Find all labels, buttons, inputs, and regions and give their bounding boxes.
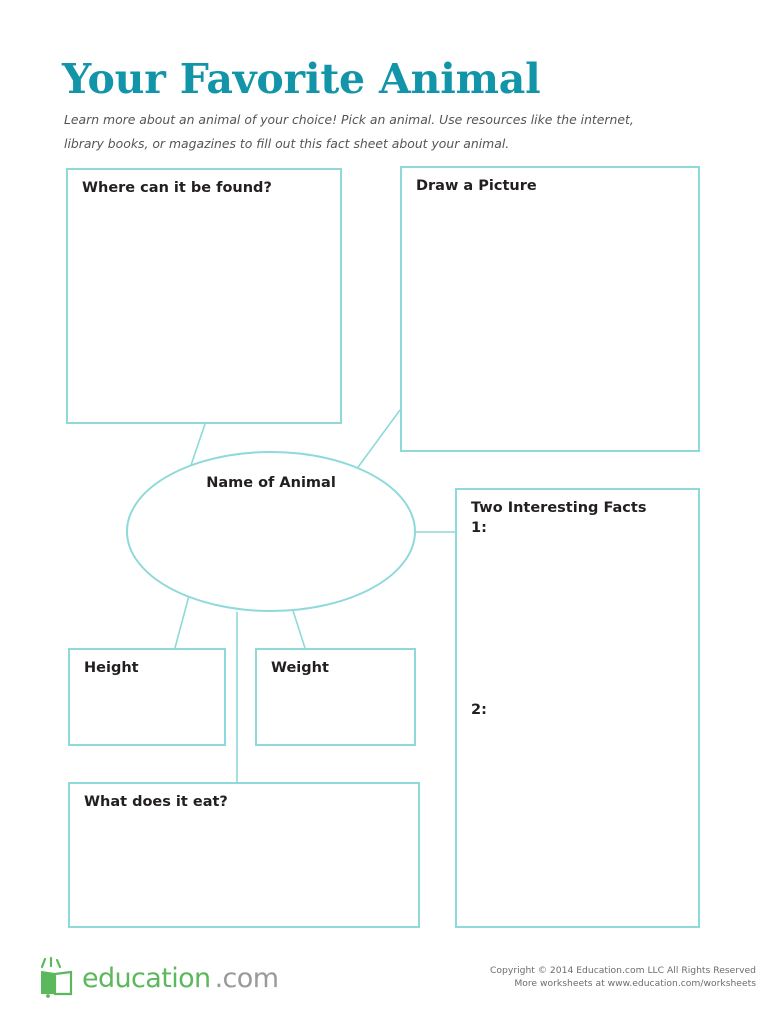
fact-number-2: 2:	[471, 702, 487, 718]
box-where-found-label: Where can it be found?	[82, 180, 272, 196]
copyright-line-2: More worksheets at www.education.com/wor…	[514, 978, 756, 989]
ellipse-name-of-animal[interactable]: Name of Animal	[126, 451, 416, 612]
education-com-logo[interactable]: education .com	[36, 956, 279, 1000]
instructions-text: Learn more about an animal of your choic…	[64, 112, 634, 152]
copyright-line-1: Copyright © 2014 Education.com LLC All R…	[490, 965, 756, 976]
box-weight-label: Weight	[271, 660, 329, 676]
box-height[interactable]: Height	[68, 648, 226, 746]
box-height-label: Height	[84, 660, 139, 676]
copyright-block: Copyright © 2014 Education.com LLC All R…	[490, 964, 756, 990]
connector-to-draw	[352, 409, 401, 475]
ellipse-name-of-animal-label: Name of Animal	[206, 475, 336, 491]
box-two-interesting-facts[interactable]: Two Interesting Facts 1: 2:	[455, 488, 700, 928]
logo-tld: .com	[214, 962, 279, 994]
logo-word: education	[82, 962, 211, 994]
open-book-icon	[40, 956, 73, 998]
fact-number-1: 1:	[471, 520, 487, 536]
box-what-does-it-eat[interactable]: What does it eat?	[68, 782, 420, 928]
page-title: Your Favorite Animal	[62, 55, 541, 104]
box-draw-picture-label: Draw a Picture	[416, 178, 537, 194]
box-what-does-it-eat-label: What does it eat?	[84, 794, 228, 810]
connector-to-height	[174, 591, 191, 649]
footer: education .com Copyright © 2014 Educatio…	[0, 952, 768, 1024]
box-weight[interactable]: Weight	[255, 648, 416, 746]
box-where-found[interactable]: Where can it be found?	[66, 168, 342, 424]
box-draw-picture[interactable]: Draw a Picture	[400, 166, 700, 452]
box-two-interesting-facts-label: Two Interesting Facts	[471, 500, 647, 516]
